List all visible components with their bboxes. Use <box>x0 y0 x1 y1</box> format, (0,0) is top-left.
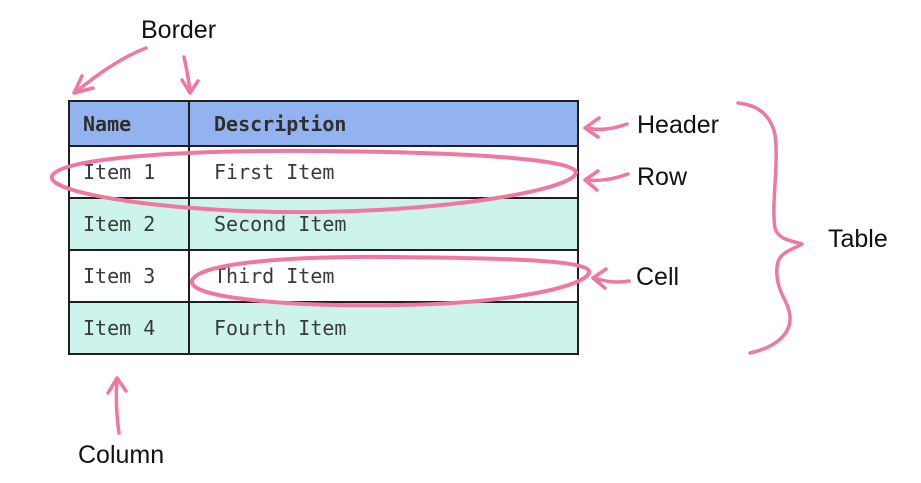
border-arrow-down-icon <box>180 55 200 95</box>
row-arrow-icon <box>583 169 630 192</box>
cell-description: Second Item <box>188 197 579 251</box>
header-label: Header <box>637 111 719 139</box>
border-arrow-left-icon <box>72 46 148 95</box>
cell-description: Third Item <box>188 249 579 303</box>
cell-label: Cell <box>636 263 680 291</box>
cell-name: Item 3 <box>68 249 190 303</box>
table-row: Item 1 First Item <box>68 145 579 199</box>
header-cell-description: Description <box>188 100 579 147</box>
demo-table: Name Description Item 1 First Item Item … <box>68 100 579 355</box>
row-label: Row <box>637 163 688 191</box>
header-cell-name: Name <box>68 100 190 147</box>
header-arrow-icon <box>583 116 629 139</box>
border-label: Border <box>141 16 217 44</box>
column-label: Column <box>78 441 165 469</box>
table-header-row: Name Description <box>68 100 579 147</box>
cell-name: Item 4 <box>68 301 190 355</box>
table-brace-icon <box>736 101 804 355</box>
table-row: Item 4 Fourth Item <box>68 301 579 355</box>
column-arrow-icon <box>106 376 128 435</box>
cell-description: Fourth Item <box>188 301 579 355</box>
cell-name: Item 2 <box>68 197 190 251</box>
table-row: Item 3 Third Item <box>68 249 579 303</box>
cell-description: First Item <box>188 145 579 199</box>
table-row: Item 2 Second Item <box>68 197 579 251</box>
cell-arrow-icon <box>591 267 631 290</box>
table-label: Table <box>828 225 888 253</box>
cell-name: Item 1 <box>68 145 190 199</box>
